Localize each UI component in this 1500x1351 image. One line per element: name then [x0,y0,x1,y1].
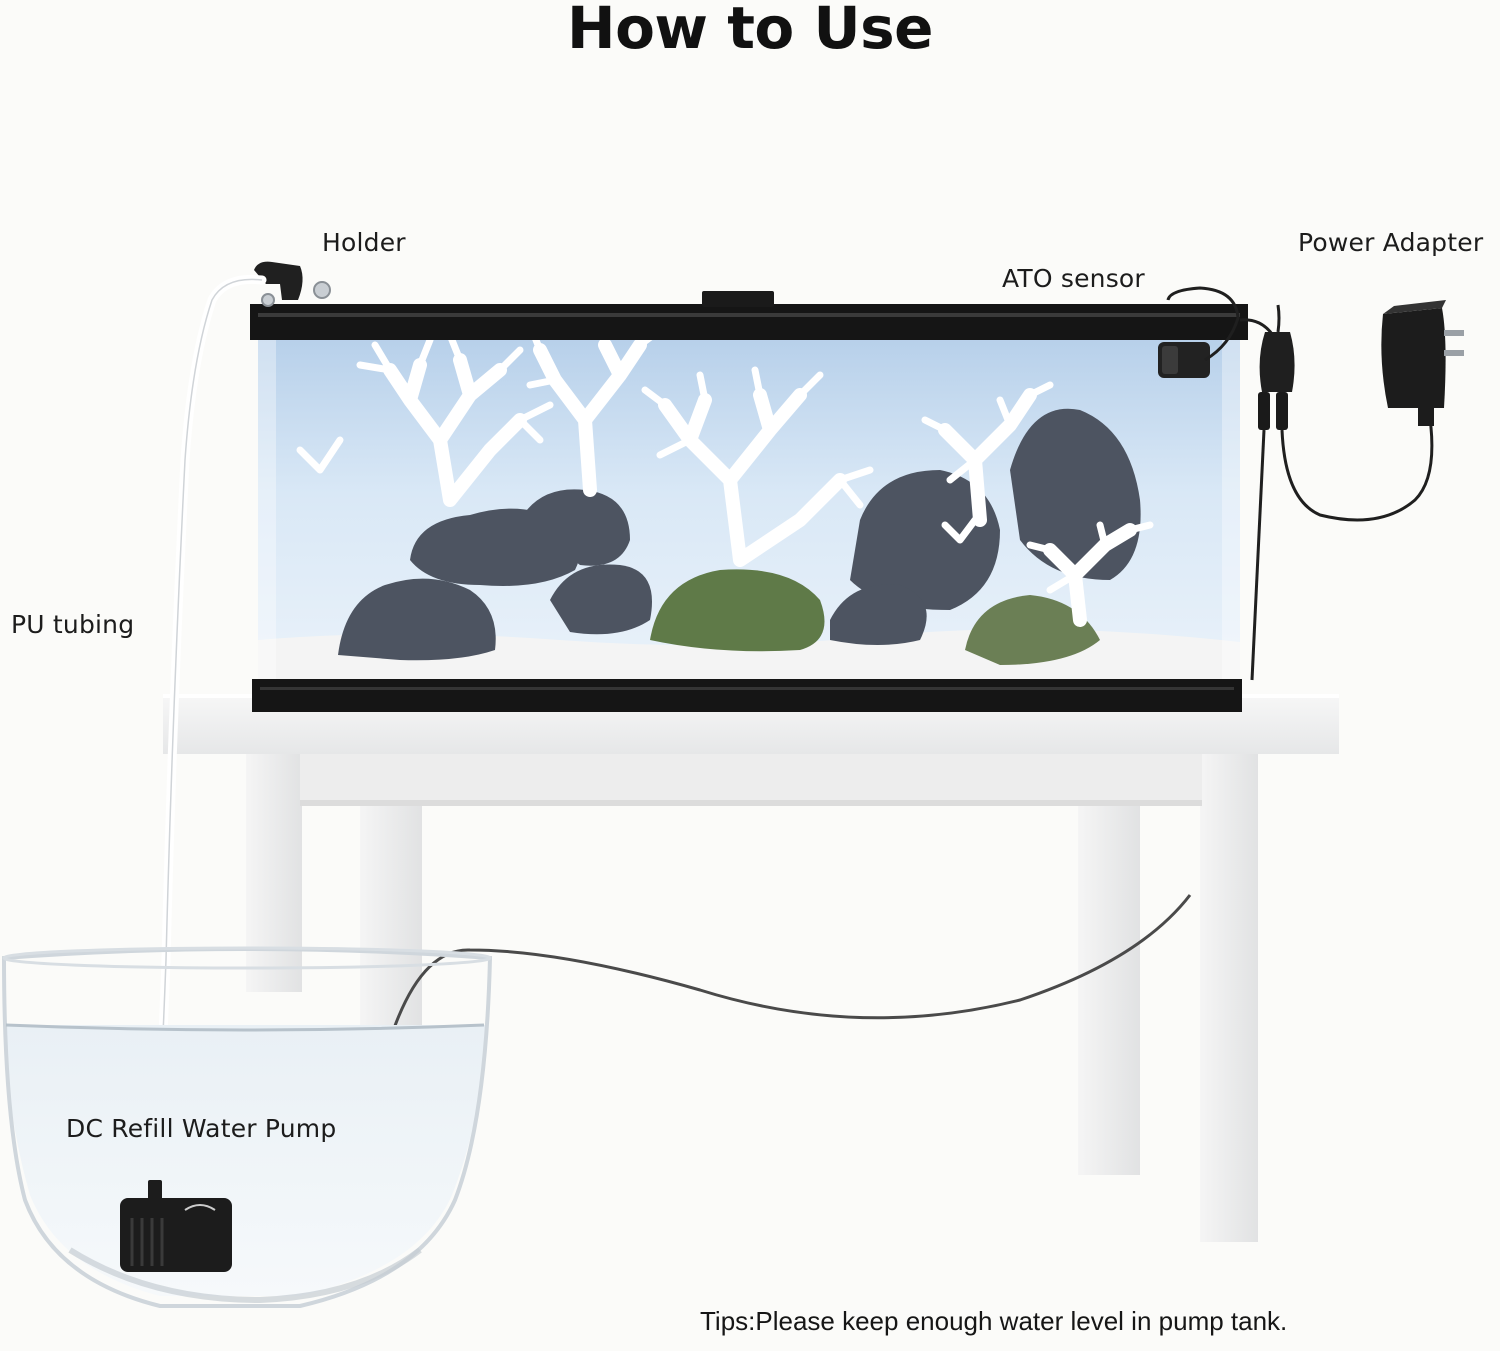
adapter-cable [1280,404,1434,522]
power-adapter-label: Power Adapter [1298,228,1484,257]
aquarium-top-rim [250,304,1248,340]
tips-text: Tips:Please keep enough water level in p… [700,1306,1288,1336]
ato-sensor-label: ATO sensor [1002,264,1145,293]
pump-icon [120,1180,232,1272]
pu-tubing-label: PU tubing [11,610,135,639]
table [163,694,1339,1242]
holder-label: Holder [322,228,406,257]
sensor-cable [1166,286,1240,362]
pump-label: DC Refill Water Pump [66,1114,337,1143]
page-title: How to Use [567,0,933,62]
holder-icon [254,261,331,307]
corals [296,316,1154,627]
table-apron-shadow [300,800,1202,806]
table-leg-front-right [1200,752,1258,1242]
aquarium [250,291,1248,712]
table-leg-back-right [1078,805,1140,1175]
rockwork [338,408,1141,661]
moss-rocks [650,569,1100,665]
power-adapter-icon [1381,300,1464,426]
table-leg-front-left [246,752,302,992]
ato-sensor-icon [1158,342,1210,378]
table-apron [300,752,1202,806]
pump-cable-vertical [1250,429,1266,681]
cable-splitter [1258,304,1295,430]
aquarium-bottom-rim [252,679,1242,712]
